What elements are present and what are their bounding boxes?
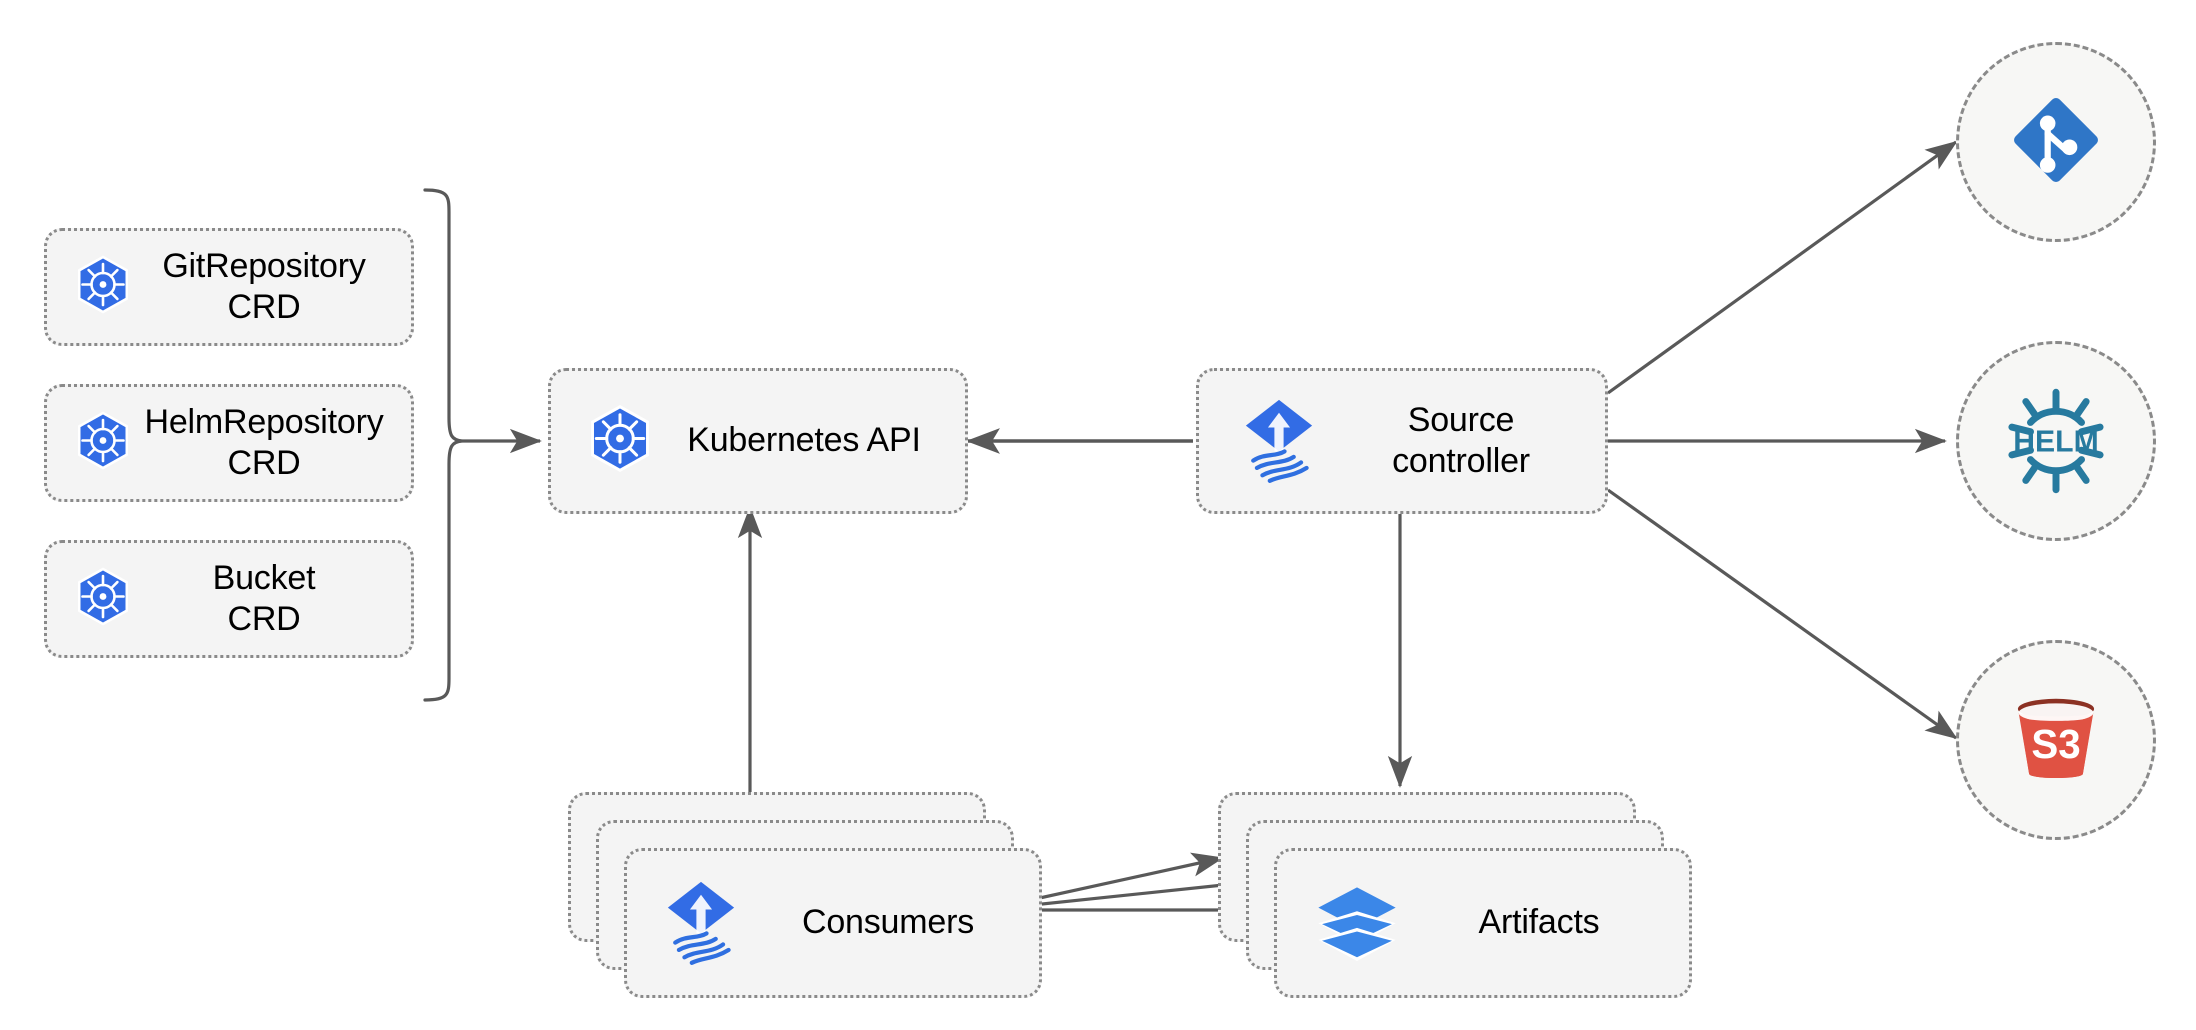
node-consumers[interactable]: Consumers (624, 848, 1042, 998)
flux-icon (655, 875, 747, 972)
endpoint-s3[interactable]: S3 (1956, 640, 2156, 840)
kubernetes-icon (71, 253, 135, 322)
node-label: HelmRepository CRD (144, 402, 384, 482)
kubernetes-icon (71, 409, 135, 478)
crd-group-bracket (423, 188, 463, 702)
kubernetes-icon (583, 402, 657, 481)
node-label: Bucket CRD (212, 558, 316, 638)
edge-source-to-git (1607, 140, 1958, 395)
helm-icon: HELM (1998, 383, 2114, 499)
layers-icon (1311, 875, 1403, 972)
node-helmrepository-crd[interactable]: HelmRepository CRD (44, 384, 414, 502)
s3-bucket-icon: S3 (2000, 682, 2112, 799)
node-label: Kubernetes API (687, 421, 921, 460)
node-artifacts[interactable]: Artifacts (1274, 848, 1692, 998)
node-source-controller[interactable]: Source controller (1196, 368, 1608, 514)
endpoint-helm[interactable]: HELM (1956, 341, 2156, 541)
edge-source-to-s3 (1607, 488, 1958, 740)
node-label: Artifacts (1478, 903, 1600, 942)
node-bucket-crd[interactable]: Bucket CRD (44, 540, 414, 658)
helm-label: HELM (2013, 425, 2098, 458)
node-kubernetes-api[interactable]: Kubernetes API (548, 368, 968, 514)
git-icon (2004, 88, 2108, 197)
kubernetes-icon (71, 565, 135, 634)
node-label: Consumers (801, 903, 975, 942)
node-label: GitRepository CRD (162, 246, 366, 326)
node-gitrepository-crd[interactable]: GitRepository CRD (44, 228, 414, 346)
node-label: Source controller (1392, 400, 1530, 480)
endpoint-git[interactable] (1956, 42, 2156, 242)
s3-label: S3 (2031, 721, 2080, 767)
flux-icon (1233, 393, 1325, 490)
